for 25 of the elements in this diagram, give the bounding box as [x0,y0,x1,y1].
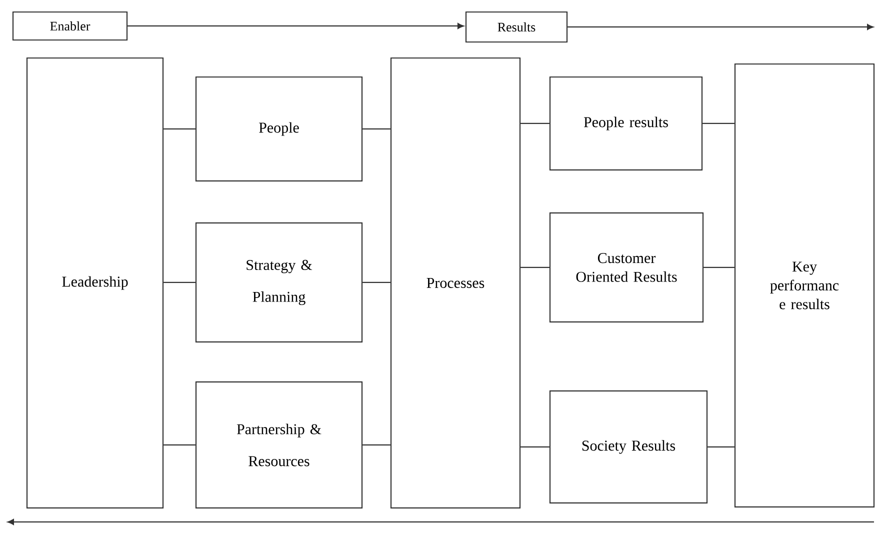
arrow [128,22,464,29]
process-box: Key performanc e results [734,63,875,508]
process-box: Customer Oriented Results [549,212,704,323]
connector-line [362,128,390,130]
connector-line [164,444,196,446]
label-box: Enabler [12,11,128,41]
arrow [568,24,874,30]
process-box: Strategy & Planning [195,222,363,343]
connector-line [164,128,196,130]
process-box: Partnership & Resources [195,381,363,509]
process-box: People results [549,76,703,171]
process-box: Processes [390,57,521,509]
connector-line [164,282,196,284]
process-box: Leadership [26,57,164,509]
process-box: Society Results [549,390,708,504]
process-box: People [195,76,363,182]
connector-line [520,122,550,124]
connector-line [362,444,390,446]
connector-line [362,282,390,284]
connector-line [704,266,734,268]
connector-line [520,266,550,268]
label-box: Results [465,11,568,43]
connector-line [520,446,550,448]
connector-line [702,122,734,124]
connector-line [708,446,734,448]
